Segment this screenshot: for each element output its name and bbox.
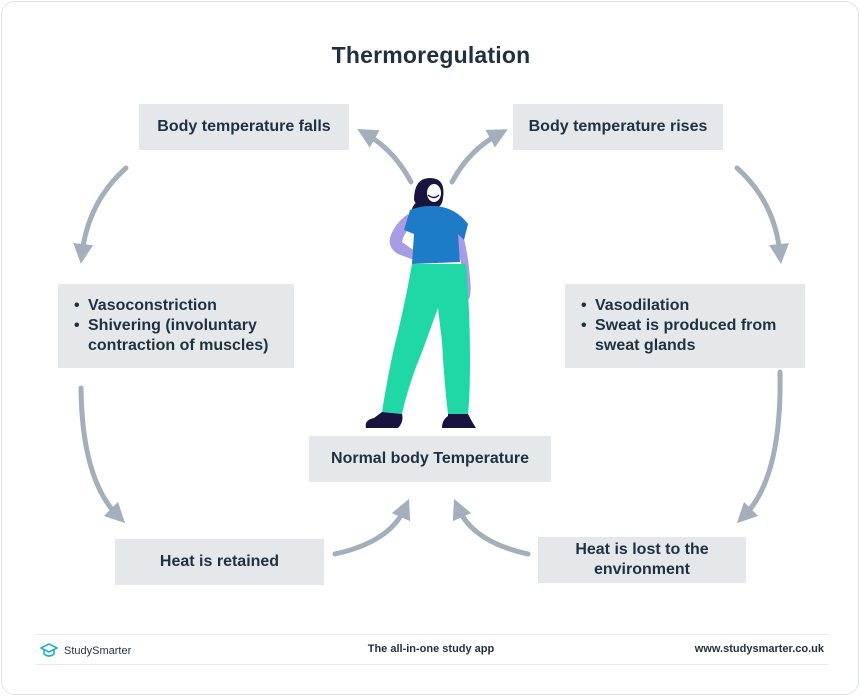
diagram-title: Thermoregulation — [331, 42, 531, 68]
vasoconstriction-item: Vasoconstriction — [72, 296, 294, 316]
footer-brand: StudySmarter — [40, 643, 131, 659]
right-shoe — [442, 414, 476, 428]
arrow-lost-to-normal — [452, 498, 531, 557]
box-vasodilation: Vasodilation Sweat is produced from swea… — [565, 284, 805, 368]
heat-lost-label: Heat is lost to the environment — [575, 541, 709, 578]
left-shoe — [365, 412, 403, 428]
brand-name: StudySmarter — [64, 645, 132, 657]
box-normal-temperature: Normal body Temperature — [309, 436, 551, 482]
arrow-vasodilation-to-lost — [736, 369, 783, 524]
box-heat-retained: Heat is retained — [115, 539, 324, 585]
box-vasoconstriction: Vasoconstriction Shivering (involuntary … — [58, 284, 294, 368]
arrow-retained-to-normal — [332, 498, 411, 557]
footer-divider-top — [36, 634, 828, 635]
person-illustration — [365, 178, 476, 428]
arrow-rises-to-vasodilation — [734, 165, 789, 264]
studysmarter-logo-icon — [40, 643, 58, 657]
normal-temperature-label: Normal body Temperature — [331, 450, 529, 467]
footer-tagline: The all-in-one study app — [367, 643, 495, 655]
shivering-item: Shivering (involuntary contraction of mu… — [72, 316, 294, 356]
shirt — [404, 205, 468, 264]
vasodilation-item: Vasodilation — [579, 296, 805, 316]
footer-divider-bottom — [36, 664, 828, 665]
face — [427, 184, 441, 202]
heat-retained-label: Heat is retained — [159, 553, 280, 570]
arrow-vasoconstriction-to-retained — [78, 385, 126, 524]
temperature-falls-label: Body temperature falls — [157, 118, 331, 135]
box-temperature-rises: Body temperature rises — [513, 104, 723, 150]
footer-url[interactable]: www.studysmarter.co.uk — [694, 643, 824, 655]
pants — [382, 264, 470, 414]
temperature-rises-label: Body temperature rises — [528, 118, 708, 135]
arrow-falls-to-vasoconstriction — [73, 165, 129, 264]
arrow-to-temp-rises — [449, 129, 508, 185]
sweat-item: Sweat is produced from sweat glands — [579, 316, 805, 356]
box-heat-lost: Heat is lost to the environment — [538, 537, 746, 583]
arrow-to-temp-falls — [357, 129, 414, 185]
box-temperature-falls: Body temperature falls — [139, 104, 349, 150]
